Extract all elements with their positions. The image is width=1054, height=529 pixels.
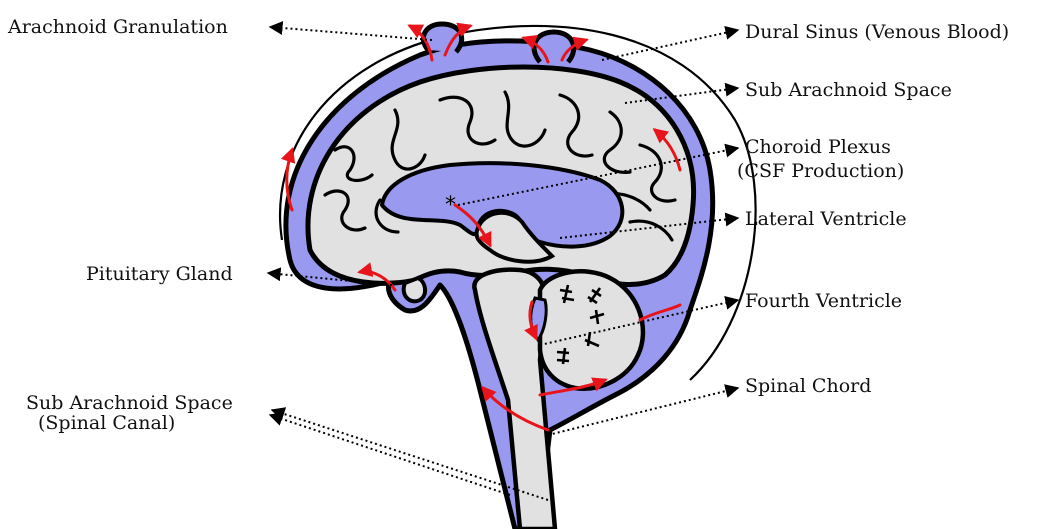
label-pituitary-gland: Pituitary Gland bbox=[86, 263, 233, 285]
label-spinal-canal-note: (Spinal Canal) bbox=[38, 412, 175, 434]
label-lateral-ventricle: Lateral Ventricle bbox=[745, 208, 907, 230]
label-dural-sinus: Dural Sinus (Venous Blood) bbox=[745, 21, 1009, 43]
label-spinal-chord: Spinal Chord bbox=[745, 375, 871, 397]
label-arachnoid-granulation: Arachnoid Granulation bbox=[7, 16, 228, 38]
label-choroid-plexus: Choroid Plexus bbox=[745, 136, 891, 158]
label-sub-arachnoid-space: Sub Arachnoid Space bbox=[745, 79, 952, 101]
cerebellum bbox=[540, 271, 643, 388]
label-fourth-ventricle: Fourth Ventricle bbox=[745, 290, 902, 312]
label-choroid-plexus-note: (CSF Production) bbox=[737, 160, 904, 182]
pituitary-gland bbox=[404, 278, 425, 301]
label-spinal-canal: Sub Arachnoid Space bbox=[26, 392, 233, 414]
